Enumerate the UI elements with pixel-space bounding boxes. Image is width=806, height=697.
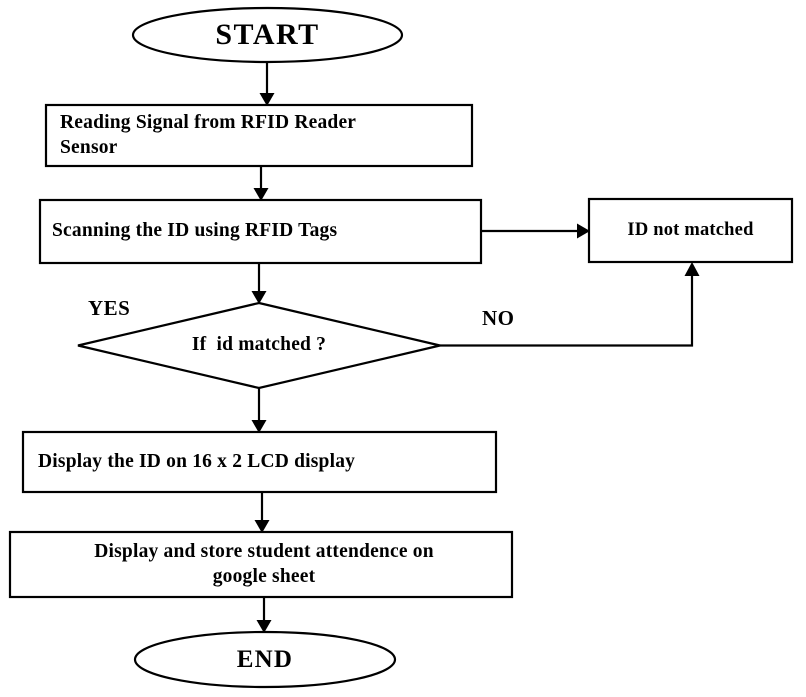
- node-shape-id-not-matched: [587, 197, 794, 264]
- arrowhead-lcd-to-google-sheet: [254, 520, 270, 533]
- arrowhead-scan-to-id-not-matched: [577, 223, 590, 239]
- node-shape-decision: [77, 301, 441, 390]
- edge-decision-no-to-id-not-matched: [440, 271, 694, 347]
- arrowhead-start-to-read: [259, 93, 275, 106]
- node-shape-scan: [38, 198, 483, 265]
- node-shape-end: [133, 630, 397, 689]
- arrowhead-scan-to-decision: [251, 291, 267, 304]
- arrowhead-decision-yes-to-lcd: [251, 420, 267, 433]
- edge-label-no: NO: [482, 306, 515, 330]
- node-shape-start: [131, 6, 404, 64]
- node-shape-google-sheet: [8, 530, 514, 599]
- arrowhead-read-to-scan: [253, 188, 269, 201]
- node-shape-lcd: [21, 430, 498, 494]
- edge-label-yes: YES: [88, 296, 131, 320]
- node-shape-read: [44, 103, 474, 168]
- arrowhead-google-sheet-to-end: [256, 620, 272, 633]
- arrowhead-decision-no-to-id-not-matched: [684, 262, 700, 276]
